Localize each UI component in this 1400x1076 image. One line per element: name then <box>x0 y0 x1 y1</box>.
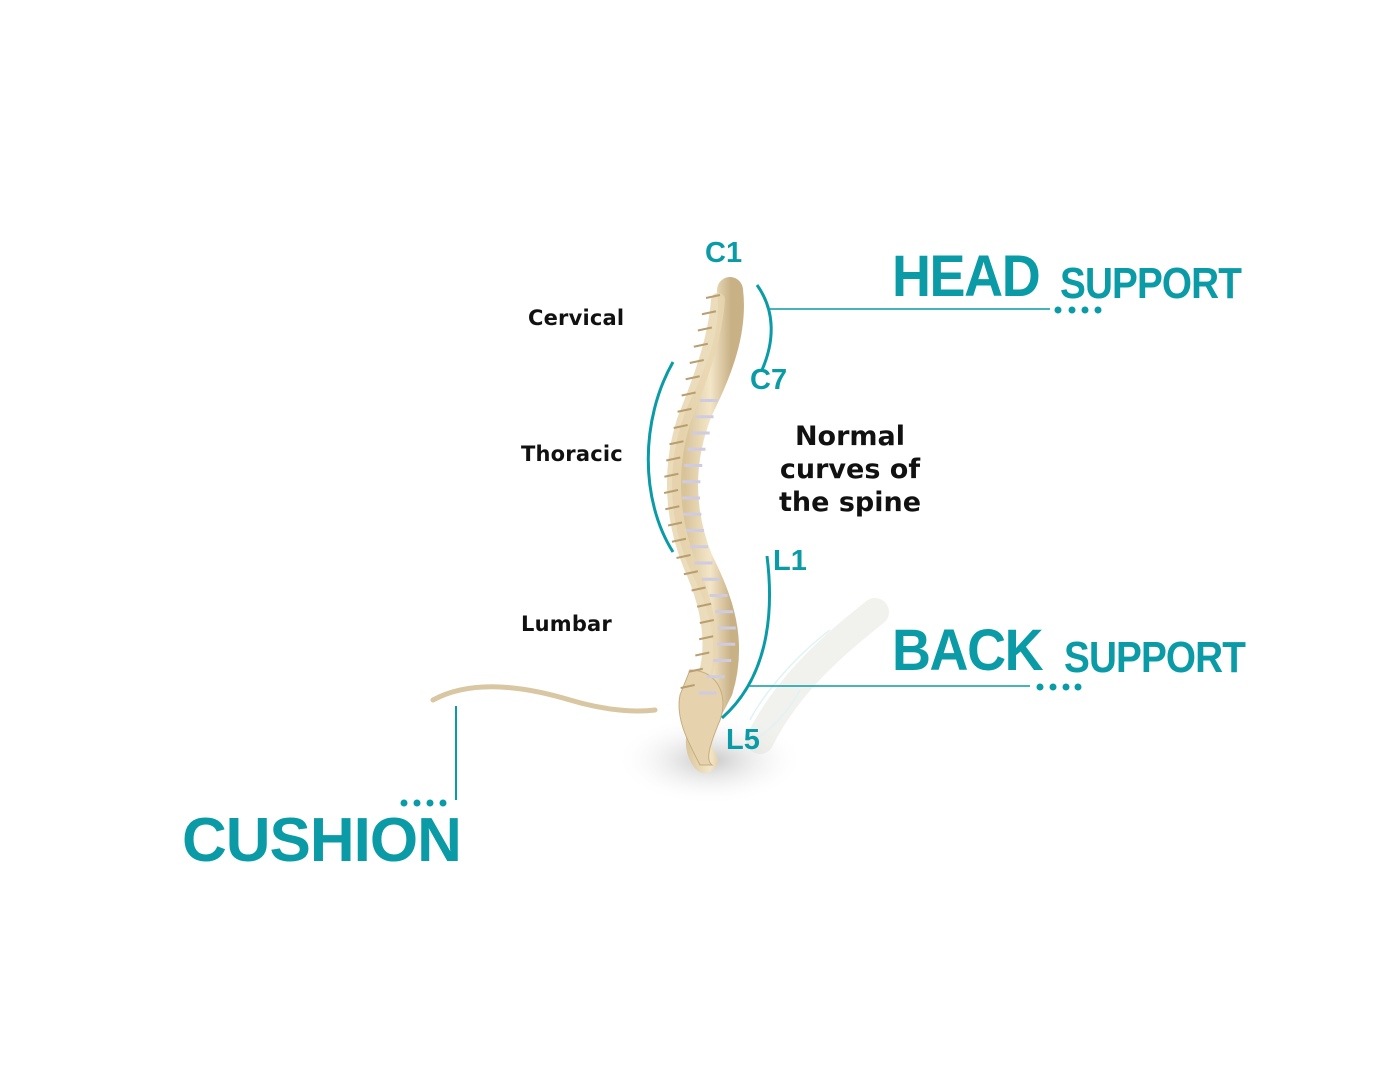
back-support-subtitle: SUPPORT <box>1063 633 1246 682</box>
head-dots-text: .... <box>1052 282 1053 283</box>
vertebra-process <box>664 472 679 478</box>
vertebra-process <box>677 407 692 413</box>
caption-line-1: Normal <box>794 421 906 452</box>
lumbar-bracket <box>721 555 772 720</box>
cushion-title: CUSHION <box>182 806 462 875</box>
vertebra-process <box>676 554 691 559</box>
region-label-lumbar: Lumbar <box>521 612 612 636</box>
head-dots-icon <box>1054 306 1102 314</box>
cervical-bracket <box>755 284 773 371</box>
caption-line-3: the spine <box>778 487 922 518</box>
vertebra-process <box>666 456 681 462</box>
vertebra-process <box>683 570 699 576</box>
vertebra-process <box>680 684 695 689</box>
region-label-thoracic: Thoracic <box>521 442 623 466</box>
vertebra-process <box>671 537 687 543</box>
vertebra-process <box>667 521 683 527</box>
vertebra-process <box>695 651 710 657</box>
marker-c1: C1 <box>705 237 743 269</box>
vertebra-process <box>669 440 684 446</box>
vertebra-process <box>685 375 700 381</box>
cushion-dots-icon <box>400 799 447 807</box>
marker-l5: L5 <box>726 724 760 756</box>
cushion-wave <box>430 684 658 714</box>
head-support-callout: HEAD SUPPORT <box>892 248 1266 306</box>
vertebra-process <box>698 635 714 641</box>
caption-line-2: curves of <box>779 454 921 485</box>
vertebra-process <box>689 359 704 364</box>
vertebra-process <box>688 667 704 673</box>
caption: Normal curves of the spine <box>770 420 930 519</box>
vertebra-process <box>697 326 713 332</box>
cushion-dots-text: .... <box>398 778 399 779</box>
back-support-title: BACK <box>892 618 1044 683</box>
region-label-cervical: Cervical <box>528 306 625 330</box>
vertebra-process <box>701 310 717 316</box>
vertebra-process <box>665 505 680 511</box>
vertebra-process <box>705 294 721 299</box>
vertebra-process <box>696 602 712 608</box>
head-support-title: HEAD <box>892 244 1041 309</box>
marker-l1: L1 <box>773 545 807 577</box>
vertebra-process <box>681 391 696 397</box>
vertebra-process <box>693 342 709 348</box>
back-dots-text: .... <box>1034 660 1035 661</box>
back-dots-icon <box>1036 683 1082 691</box>
thoracic-bracket <box>646 361 675 553</box>
marker-c7: C7 <box>750 364 788 396</box>
vertebra-process <box>673 424 688 429</box>
vertebra-process <box>663 489 679 494</box>
vertebra-process <box>691 586 706 592</box>
ghost-spine <box>746 598 889 754</box>
spine <box>663 277 744 773</box>
back-support-callout: BACK SUPPORT <box>892 622 1269 680</box>
vertebra-process <box>699 619 715 624</box>
head-support-subtitle: SUPPORT <box>1060 259 1242 308</box>
